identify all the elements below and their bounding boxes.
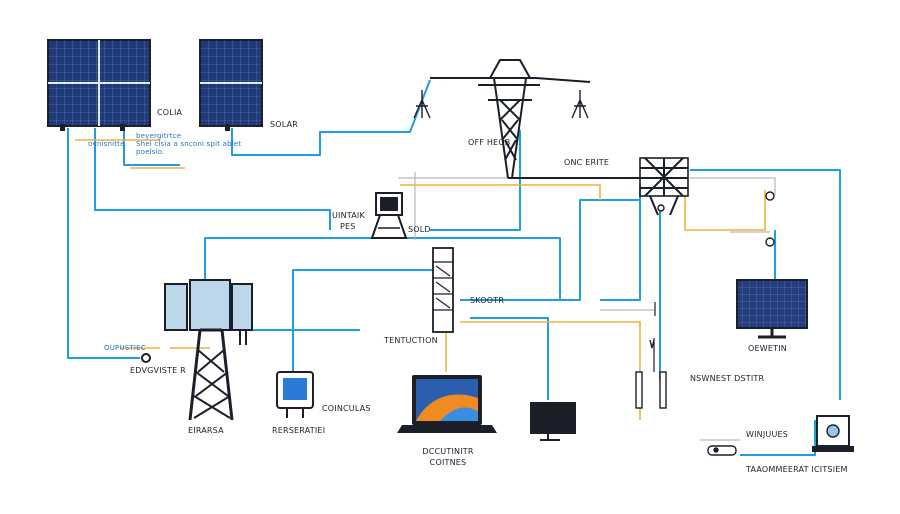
label-tentuction: TENTUCTION	[384, 336, 438, 345]
label-orange-note: ovnisnitte	[88, 140, 125, 148]
solar-panel-icon	[47, 39, 151, 131]
solar-panel-icon	[199, 39, 263, 131]
wire-ctr-down	[470, 317, 549, 400]
label-off-heob: OFF HEOB	[468, 138, 511, 147]
label-coitnes: COITNES	[429, 458, 467, 467]
label-coincelas: COINCULAS	[322, 404, 371, 413]
label-edvgviste: EDVGVISTE R	[130, 366, 186, 375]
power-tower-icon	[141, 279, 253, 421]
meter-icon	[635, 191, 775, 456]
label-onc-erite: ONC ERITE	[564, 158, 610, 167]
monitor-icon	[530, 402, 576, 441]
label-pes: PES	[340, 222, 356, 231]
label-reserpatiei: RERSERATIEI	[272, 426, 326, 435]
wire-left-bus	[67, 128, 140, 359]
router-icon	[370, 192, 408, 239]
label-sold: SOLD	[408, 225, 431, 234]
label-blue-note-1: beyergitrtce	[136, 132, 182, 140]
power-tower-icon	[508, 157, 689, 216]
label-oewetin: OEWETIN	[748, 344, 787, 353]
label-blue-note-3: poelsio.	[136, 148, 165, 156]
meter-icon	[812, 415, 854, 452]
label-oupustiec: OUPUSTIEC	[104, 344, 146, 352]
wire-panel-to-pes	[94, 128, 331, 230]
wire-right-long	[690, 169, 841, 400]
server-rack-icon	[432, 247, 454, 333]
wire-orange-centre	[400, 184, 601, 200]
power-tower-icon	[430, 59, 591, 179]
label-solar: SOLAR	[270, 120, 299, 129]
label-dccutinitr: DCCUTINITR	[422, 447, 474, 456]
wire-meter	[740, 420, 816, 456]
wire-orange-mid	[684, 190, 766, 231]
wire-tablet	[292, 269, 440, 372]
antenna-icon	[413, 90, 589, 119]
wire-solar-to-tower	[231, 79, 431, 156]
router-icon	[653, 302, 656, 372]
label-winjuues: WINJUUES	[746, 430, 789, 439]
laptop-icon	[397, 375, 497, 433]
tablet-icon	[276, 371, 314, 418]
label-nswnest: NSWNEST DSTITR	[690, 374, 765, 383]
wire-ctr-to-monitor	[460, 199, 640, 301]
wire-monitor-top	[600, 185, 641, 301]
label-blue-note-2: Shel clsia a snconi spit ablet	[136, 140, 242, 148]
label-uintaik: UINTAIK	[332, 211, 365, 220]
label-eirarsa: EIRARSA	[188, 426, 224, 435]
label-taaommeerat: TAAOMMEERAT ICITSIEM	[746, 465, 848, 474]
monitor-icon	[736, 279, 808, 339]
label-skootr: SKOOTR	[470, 296, 505, 305]
wire-tower-to-sold	[430, 130, 521, 231]
label-colia: COLIA	[157, 108, 183, 117]
